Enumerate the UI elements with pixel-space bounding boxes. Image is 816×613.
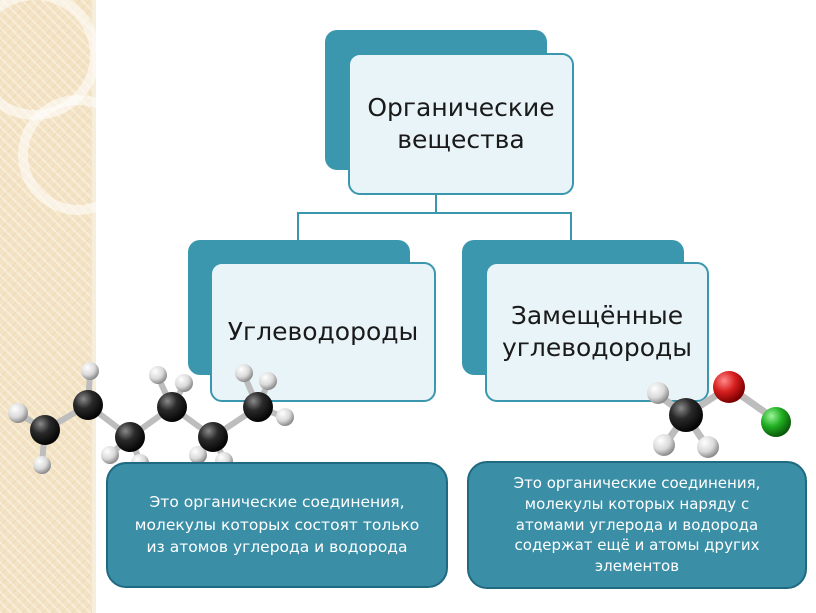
substituted-description-line3: атомами углерода и водорода [515, 515, 759, 534]
connector-right-drop [570, 212, 572, 240]
hydrocarbons-description-line1: Это органические соединения, [149, 493, 405, 512]
root-node: Органические вещества [348, 53, 574, 195]
substituted-description-line2: молекулы которых наряду с [524, 494, 750, 513]
hydrocarbons-description: Это органические соединения, молекулы ко… [106, 462, 448, 588]
substituted-hydrocarbons-description: Это органические соединения, молекулы ко… [467, 461, 807, 589]
substituted-hydrocarbons-label-line1: Замещённые [510, 300, 684, 330]
decorative-side-edge [92, 0, 96, 613]
substituted-hydrocarbons-node: Замещённые углеводороды [485, 262, 709, 402]
hydrocarbon-molecule-model [8, 362, 294, 474]
substituted-description-line5: элементов [594, 557, 680, 576]
substituted-description-line1: Это органические соединения, [513, 474, 761, 493]
substituted-molecule-model [647, 371, 791, 458]
connector-left-drop [297, 212, 299, 240]
root-node-label-line1: Органические [367, 92, 555, 122]
hydrocarbons-node-label: Углеводороды [227, 316, 419, 346]
hydrocarbons-description-line2: молекулы которых состоят только [134, 515, 420, 534]
substituted-description-line4: содержат ещё и атомы других [514, 536, 760, 555]
substituted-hydrocarbons-label-line2: углеводороды [501, 333, 693, 362]
root-node-label-line2: вещества [397, 125, 525, 154]
connector-horizontal [297, 212, 572, 214]
hydrocarbons-description-line3: из атомов углерода и водорода [146, 538, 408, 557]
decorative-ring-middle [18, 95, 138, 215]
